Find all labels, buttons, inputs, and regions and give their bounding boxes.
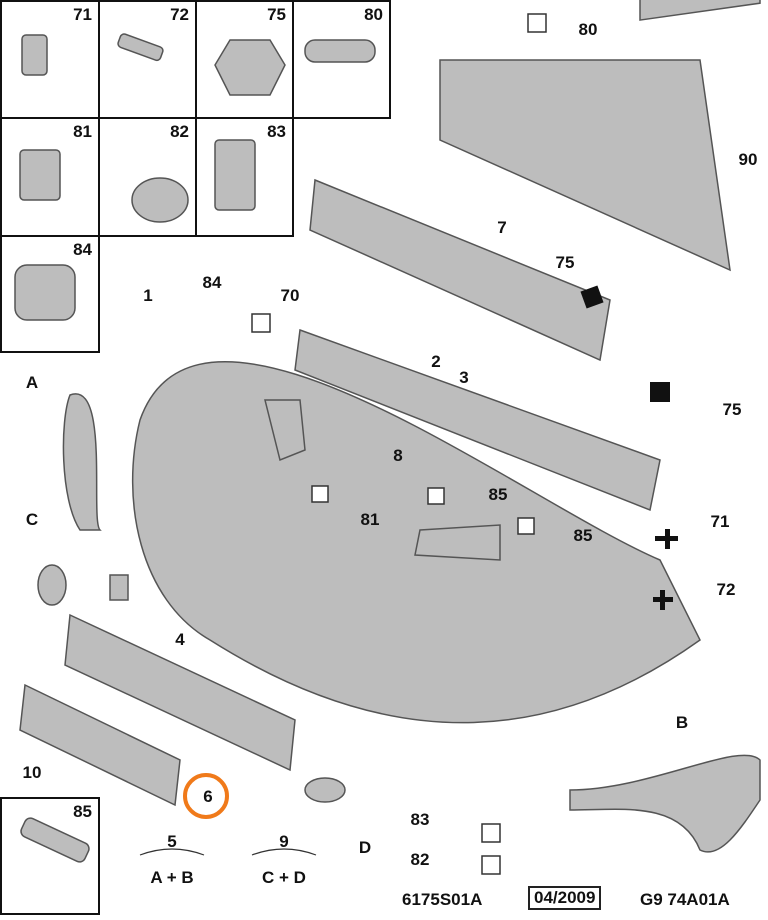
clip-81-icon: [19, 149, 61, 201]
clip-83-icon: [214, 139, 256, 211]
callout-3[interactable]: 3: [459, 368, 469, 387]
trim-B: [569, 754, 761, 853]
part-number: 81: [73, 122, 92, 141]
cap-4: [109, 574, 129, 601]
callout-84[interactable]: 84: [202, 273, 222, 292]
callout-71[interactable]: 71: [710, 512, 730, 531]
callout-B[interactable]: B: [675, 713, 689, 732]
callout-10[interactable]: 10: [22, 763, 42, 782]
cover-C: [37, 564, 67, 606]
diagram-code: G9 74A01A: [640, 890, 730, 909]
bumper-1: [131, 360, 701, 724]
group-9[interactable]: 9: [279, 832, 289, 851]
callout-6[interactable]: 6: [203, 787, 213, 806]
inset-part-80[interactable]: 80: [292, 0, 391, 119]
part-number: 83: [267, 122, 286, 141]
group-5-description: A + B: [150, 868, 194, 887]
bolt-71-icon: [21, 34, 48, 76]
callout-C[interactable]: C: [25, 510, 39, 529]
callout-A[interactable]: A: [25, 373, 39, 392]
nut-75-icon: [214, 39, 286, 96]
callout-75[interactable]: 75: [555, 253, 575, 272]
part-number: 75: [267, 5, 286, 24]
callout-85[interactable]: 85: [488, 485, 508, 504]
part-number: 80: [364, 5, 383, 24]
part-number: 84: [73, 240, 92, 259]
callout-75-b[interactable]: 75: [722, 400, 742, 419]
callout-1[interactable]: 1: [143, 286, 153, 305]
trim-A: [62, 393, 102, 531]
part-number: 72: [170, 5, 189, 24]
callout-81[interactable]: 81: [360, 510, 380, 529]
rivet-85-icon: [20, 817, 90, 863]
callout-82[interactable]: 82: [410, 850, 430, 869]
bracket-8: [264, 399, 306, 462]
rivet-82-icon: [131, 177, 189, 223]
callout-80[interactable]: 80: [578, 20, 598, 39]
absorber-3: [294, 328, 661, 512]
clip-84-icon: [14, 264, 76, 321]
callout-8[interactable]: 8: [393, 446, 403, 465]
diagram-reference: 6175S01A: [402, 890, 483, 909]
clip-80-icon: [304, 39, 376, 63]
callout-70[interactable]: 70: [280, 286, 300, 305]
group-9-description: C + D: [262, 868, 306, 887]
callout-D[interactable]: D: [358, 838, 372, 857]
part-number: 85: [73, 802, 92, 821]
callout-7[interactable]: 7: [497, 218, 507, 237]
inset-part-84[interactable]: 84: [0, 235, 100, 353]
cover-D: [304, 777, 346, 803]
bracket-8b: [414, 524, 501, 561]
carrier-7: [439, 59, 731, 272]
group-5[interactable]: 5: [167, 832, 177, 851]
grille-10: [19, 683, 181, 807]
callout-90[interactable]: 90: [738, 150, 758, 169]
diagram-date: 04/2009: [528, 886, 602, 910]
callout-85-b[interactable]: 85: [573, 526, 593, 545]
part-number: 82: [170, 122, 189, 141]
callout-72[interactable]: 72: [716, 580, 736, 599]
grille-6: [64, 613, 296, 772]
kit-90-icon: [639, 0, 761, 21]
callout-4[interactable]: 4: [175, 630, 185, 649]
part-number: 71: [73, 5, 92, 24]
screw-72-icon: [117, 33, 164, 62]
inset-part-85[interactable]: 85: [0, 797, 100, 915]
callout-83[interactable]: 83: [410, 810, 430, 829]
inset-part-83[interactable]: 83: [195, 117, 294, 237]
highlighted-part-circle: [183, 773, 229, 819]
beam-2: [309, 178, 611, 362]
callout-2[interactable]: 2: [431, 352, 441, 371]
